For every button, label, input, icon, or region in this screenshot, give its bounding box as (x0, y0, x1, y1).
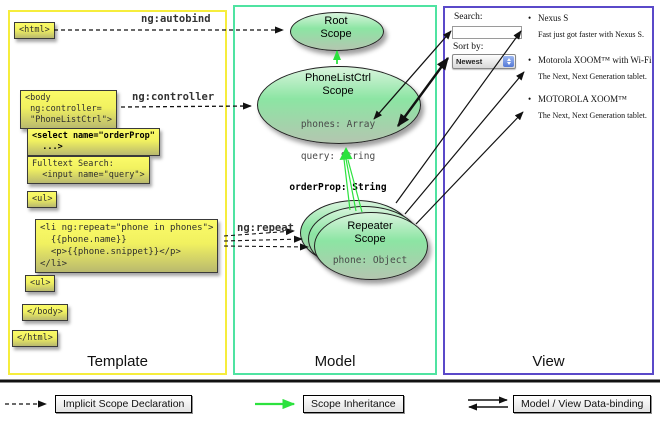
ng-controller-label: ng:controller (132, 91, 215, 103)
prop-orderprop: orderProp: String (289, 182, 387, 193)
legend-implicit-scope: Implicit Scope Declaration (55, 395, 193, 413)
code-box-ul-open: <ul> (27, 191, 58, 208)
search-label: Search: (454, 12, 483, 22)
view-item-desc: The Next, Next Generation tablet. (538, 111, 647, 120)
view-item-desc: Fast just got faster with Nexus S. (538, 30, 644, 39)
repeater-scope-title: Repeater Scope (347, 220, 393, 245)
root-scope-title: Root Scope (320, 15, 352, 40)
view-item-name: MOTOROLA XOOM™ (538, 94, 627, 104)
code-box-body-open: <body ng:controller= "PhoneListCtrl"> (20, 90, 117, 129)
ng-autobind-label: ng:autobind (141, 13, 211, 25)
code-box-html-close: </html> (12, 330, 58, 347)
bullet-icon: • (528, 94, 532, 104)
sort-dropdown[interactable]: Newest (452, 54, 516, 69)
view-item-desc: The Next, Next Generation tablet. (538, 72, 647, 81)
model-panel-label: Model (314, 353, 356, 370)
view-item-name: Nexus S (538, 13, 569, 23)
code-box-li-repeat: <li ng:repeat="phone in phones"> {{phone… (35, 219, 219, 273)
view-item-name: Motorola XOOM™ with Wi-Fi (538, 55, 652, 65)
code-box-body-close: </body> (22, 304, 68, 321)
bullet-icon: • (528, 55, 532, 65)
prop-phones: phones: Array (300, 119, 376, 130)
sort-dropdown-value: Newest (456, 57, 483, 66)
code-box-ul-close: <ul> (25, 275, 56, 292)
phonelistctrl-scope-title: PhoneListCtrl Scope (304, 72, 372, 97)
repeater-scope-prop: phone: Object (332, 255, 408, 266)
legend-scope-inheritance: Scope Inheritance (303, 395, 404, 413)
dropdown-stepper-icon (503, 56, 514, 67)
code-box-select: <select name="orderProp" ...> (27, 128, 160, 156)
template-panel-label: Template (87, 353, 148, 370)
ng-repeat-label: ng:repeat (237, 222, 294, 234)
bullet-icon: • (528, 13, 532, 23)
phonelistctrl-scope-props: phones: Array query: String orderProp: S… (257, 99, 419, 215)
legend-data-binding: Model / View Data-binding (513, 395, 652, 413)
search-input[interactable] (452, 26, 522, 39)
repeater-scope-ellipse-front (314, 212, 428, 280)
view-panel-label: View (532, 353, 565, 370)
sort-by-label: Sort by: (453, 42, 484, 52)
code-box-fulltext-search: Fulltext Search: <input name="query"> (27, 156, 150, 184)
code-box-html-open: <html> (14, 22, 55, 39)
prop-query: query: String (300, 150, 376, 162)
